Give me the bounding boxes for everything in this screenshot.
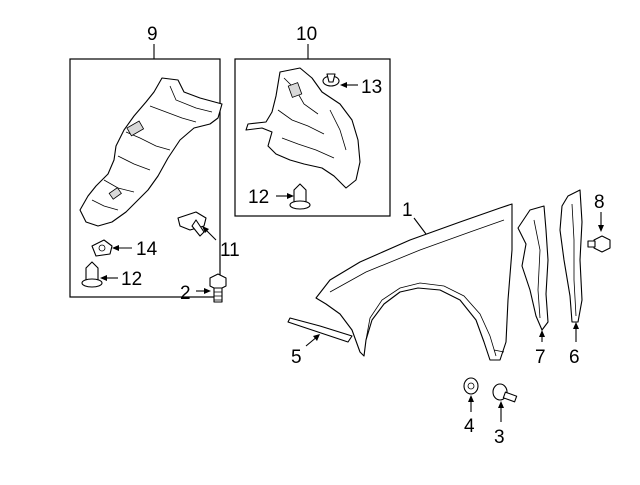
callout-10: 10 [296, 24, 317, 45]
callout-4: 4 [464, 416, 475, 437]
insulator-7-part [517, 205, 549, 331]
arrowhead-12-upper [287, 193, 294, 199]
callout-7: 7 [535, 347, 546, 368]
arrowhead-8 [598, 225, 604, 232]
clip-12-lower-part [81, 261, 103, 288]
bolt-2-part [209, 273, 227, 303]
arrowhead-14 [112, 245, 119, 251]
arrowhead-11 [202, 226, 209, 233]
arrowhead-12-lower [100, 275, 107, 281]
arrowhead-3 [498, 401, 504, 408]
arrowhead-4 [468, 395, 474, 402]
arrowhead-13 [340, 82, 347, 88]
callout-1: 1 [402, 200, 413, 221]
nut-4-part [463, 377, 479, 395]
clip-12-upper-part [289, 183, 311, 210]
seal-6-part [559, 189, 583, 323]
molding-5-part [287, 317, 353, 343]
callout-13: 13 [361, 77, 382, 98]
arrowhead-7 [539, 330, 545, 337]
callout-2: 2 [180, 283, 191, 304]
callout-6: 6 [569, 347, 580, 368]
clip-11-part [177, 211, 207, 237]
callout-12-lower: 12 [121, 269, 142, 290]
group-box-10 [234, 58, 391, 217]
callout-9: 9 [147, 24, 158, 45]
callout-3: 3 [494, 427, 505, 448]
callout-5: 5 [291, 347, 302, 368]
bolt-3-part [492, 383, 518, 403]
leader-1 [413, 217, 427, 235]
callout-12-upper: 12 [248, 187, 269, 208]
fender-liner-front-part [79, 77, 223, 227]
arrowhead-2 [204, 288, 211, 294]
group-box-9 [69, 58, 221, 298]
nut-8-part [587, 235, 611, 253]
retainer-13-part [322, 73, 340, 87]
fender-liner-rear-part [245, 67, 361, 189]
nut-14-part [91, 239, 113, 257]
fender-1-part [315, 203, 513, 361]
arrowhead-5 [313, 334, 320, 341]
arrowhead-6 [573, 322, 579, 329]
callout-8: 8 [594, 192, 605, 213]
callout-14: 14 [136, 239, 158, 260]
callout-11: 11 [220, 240, 240, 261]
